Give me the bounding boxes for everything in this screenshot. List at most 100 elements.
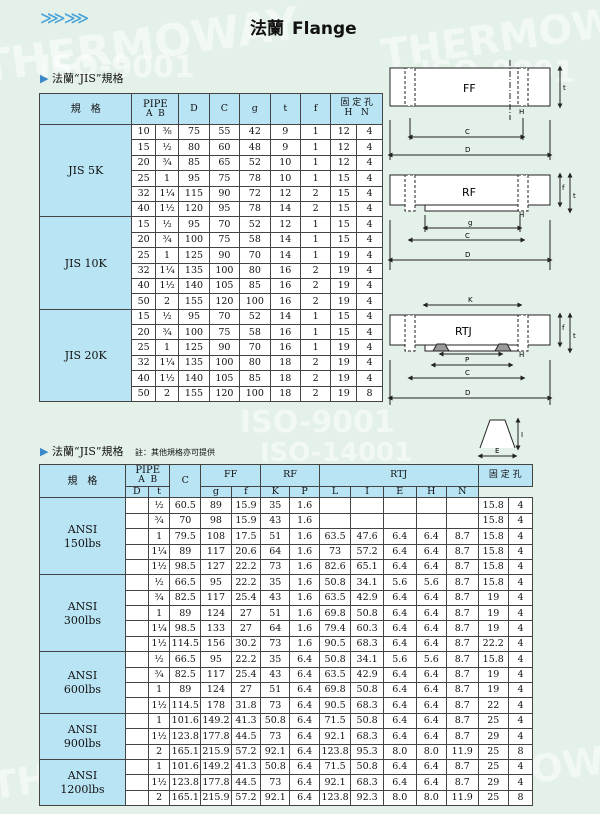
table-cell: 15 (131, 308, 156, 326)
table-cell: 5.6 (415, 574, 447, 591)
table-cell: 1 (299, 123, 332, 141)
table-cell: 8.7 (445, 712, 479, 730)
table-cell: 6.4 (382, 543, 417, 560)
table-cell: 140 (178, 277, 210, 295)
table-cell: 90 (208, 247, 241, 264)
table-cell: 92.1 (260, 789, 291, 807)
table-cell: 73 (260, 728, 291, 745)
table-cell: 6.4 (289, 697, 320, 714)
table-cell: 123.8 (169, 774, 202, 791)
table-cell: 6.4 (289, 712, 320, 730)
table-cell: 50.8 (350, 682, 384, 699)
table-cell: 20.6 (230, 543, 262, 560)
table-cell: 4 (507, 558, 534, 576)
table-cell: 100 (178, 324, 210, 341)
table-cell: 2 (299, 385, 332, 403)
table-cell: 4 (507, 666, 534, 684)
header-holes: 固 定 孔 (477, 464, 534, 487)
table-cell: 73 (260, 697, 291, 714)
table-cell: 149.2 (200, 712, 232, 730)
table-cell: 11.9 (445, 789, 479, 807)
table-cell: 6.4 (382, 528, 417, 545)
table-cell: 6.4 (415, 728, 447, 745)
header-g: g (200, 485, 232, 499)
table-cell: 114.5 (169, 635, 202, 653)
table-cell: 105 (208, 277, 241, 295)
table-cell: 6.4 (415, 620, 447, 637)
rtj-flange-diagram (387, 302, 573, 405)
table-cell: ¾ (154, 324, 180, 341)
table-cell: 6.4 (415, 758, 447, 776)
table-cell: 4 (356, 293, 383, 310)
table-cell: 41.3 (230, 712, 262, 730)
table-cell: 22.2 (230, 651, 262, 668)
table-cell: 6.4 (415, 589, 447, 607)
table-cell: 100 (178, 231, 210, 249)
table-cell: 69.8 (318, 605, 352, 622)
table-cell: 19 (477, 620, 509, 637)
table-cell (124, 512, 149, 530)
table-cell: 117 (200, 666, 232, 684)
table-cell: 58 (239, 231, 271, 249)
table-cell: 8.7 (445, 697, 479, 714)
table-cell: 1 (299, 231, 332, 249)
table-cell: 57.2 (230, 789, 262, 807)
header-f: f (230, 485, 262, 499)
table-cell: 69.8 (318, 682, 352, 699)
table-cell: 30.2 (230, 635, 262, 653)
table-cell: 57.2 (350, 543, 384, 560)
table-cell (350, 512, 384, 530)
table-cell: 6.4 (415, 635, 447, 653)
rtj-dim-p: P (465, 356, 469, 364)
header-p: P (289, 485, 320, 499)
table-cell: 10 (269, 154, 301, 172)
table-cell: 6.4 (382, 558, 417, 576)
table-cell: 117 (200, 589, 232, 607)
rf-dim-t: t (573, 192, 576, 200)
header-d: D (124, 485, 149, 499)
table-cell: 51 (260, 682, 291, 699)
header-i: I (350, 485, 384, 499)
table-cell: 4 (356, 324, 383, 341)
table-cell: 63.5 (318, 589, 352, 607)
table-cell (124, 666, 149, 684)
table-cell: 6.4 (415, 697, 447, 714)
table-cell: 215.9 (200, 743, 232, 760)
table-cell: 22.2 (230, 574, 262, 591)
table-cell: 50.8 (350, 758, 384, 776)
rf-dim-c: C (465, 232, 470, 240)
table-cell: 8.7 (445, 728, 479, 745)
table-cell: ½ (147, 651, 171, 668)
table-cell: 1½ (147, 635, 171, 653)
table-cell (124, 651, 149, 668)
table-cell: 4 (507, 574, 534, 591)
table-cell: 16 (269, 339, 301, 356)
table-cell: 50.8 (260, 758, 291, 776)
table-cell: ¾ (147, 589, 171, 607)
ff-dim-c: C (465, 128, 470, 136)
title-en: Flange (292, 19, 357, 39)
table-cell: 19 (330, 370, 358, 387)
table-cell: 52 (239, 154, 271, 172)
table-cell: 82.5 (169, 589, 202, 607)
table-cell: 20 (131, 324, 156, 341)
table-cell: 6.4 (382, 635, 417, 653)
table-cell: 60.5 (169, 497, 202, 514)
table-cell: 6.4 (382, 758, 417, 776)
table-cell: 92.1 (318, 728, 352, 745)
table-cell: 1 (147, 528, 171, 545)
table-cell: 6.4 (382, 620, 417, 637)
table-cell: 123.8 (169, 728, 202, 745)
table-cell (124, 728, 149, 745)
table-cell: 2 (299, 185, 332, 202)
table-cell: 19 (477, 682, 509, 699)
table-cell: 1¼ (154, 354, 180, 372)
table-cell: 215.9 (200, 789, 232, 807)
table-cell: 51 (260, 528, 291, 545)
